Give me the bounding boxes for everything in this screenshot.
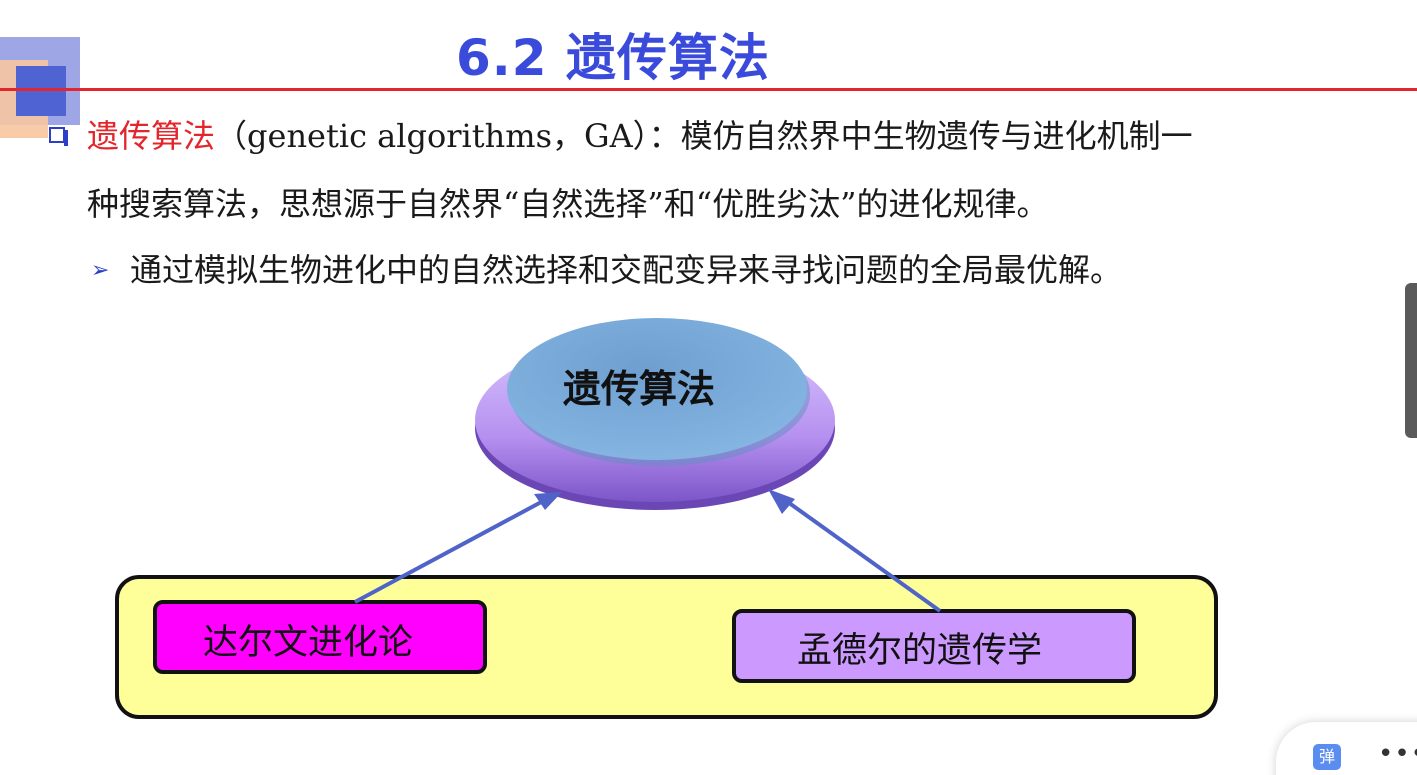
decorative-square: [16, 66, 66, 116]
darwin-box: [153, 600, 487, 674]
arrow-right: [783, 498, 942, 613]
arrow-bullet-icon: ➢: [91, 258, 110, 283]
slide-title: 6.2 遗传算法: [456, 29, 770, 87]
danmu-toggle-button[interactable]: 弹: [1313, 744, 1341, 770]
title-divider: [0, 88, 1417, 91]
arrow-right-head: [768, 489, 795, 514]
bullet1-line1: 遗传算法（genetic algorithms，GA）：模仿自然界中生物遗传与进…: [87, 116, 1193, 156]
more-options-icon[interactable]: •••: [1378, 739, 1417, 769]
term-highlight: 遗传算法: [87, 117, 216, 155]
darwin-label: 达尔文进化论: [203, 623, 414, 663]
arrow-left: [354, 498, 546, 604]
arrow-left-head: [534, 492, 562, 510]
square-bullet-icon: [49, 127, 68, 146]
bullet1-text-a: （genetic algorithms，GA）：模仿自然界中生物遗传与进化机制一: [215, 117, 1193, 155]
mendel-box: [732, 609, 1136, 683]
floating-toolbar: [1276, 722, 1417, 775]
scroll-handle[interactable]: [1405, 283, 1417, 438]
disc-top: [507, 318, 807, 460]
center-disc-label: 遗传算法: [563, 367, 716, 411]
mendel-label: 孟德尔的遗传学: [797, 631, 1043, 671]
bullet2-text: 通过模拟生物进化中的自然选择和交配变异来寻找问题的全局最优解。: [130, 251, 1123, 289]
bullet1-line2: 种搜索算法，思想源于自然界“自然选择”和“优胜劣汰”的进化规律。: [87, 185, 1049, 223]
